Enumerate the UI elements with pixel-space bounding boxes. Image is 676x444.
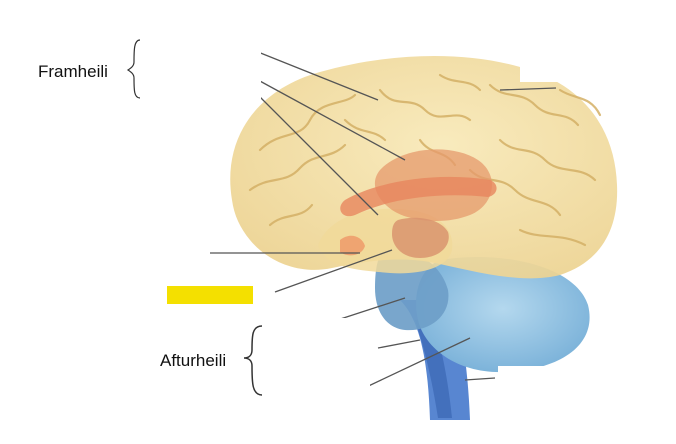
blank-label-forebrain-parts bbox=[143, 36, 261, 100]
corpus-callosum bbox=[340, 176, 497, 217]
hindbrain-label: Afturheili bbox=[160, 351, 227, 370]
midbrain bbox=[392, 217, 449, 258]
medulla-shade bbox=[415, 318, 452, 418]
yellow-highlight-box bbox=[167, 286, 253, 304]
blank-label-right-cerebrum bbox=[520, 58, 640, 82]
leader-lines bbox=[210, 51, 557, 391]
blank-label-left-structure bbox=[88, 238, 206, 266]
optic-region bbox=[340, 235, 365, 256]
hindbrain-bracket bbox=[243, 325, 263, 396]
forebrain-label: Framheili bbox=[38, 62, 108, 81]
forebrain-bracket bbox=[126, 39, 141, 99]
blank-label-hindbrain-parts bbox=[270, 318, 370, 402]
blank-label-medulla bbox=[498, 366, 556, 390]
